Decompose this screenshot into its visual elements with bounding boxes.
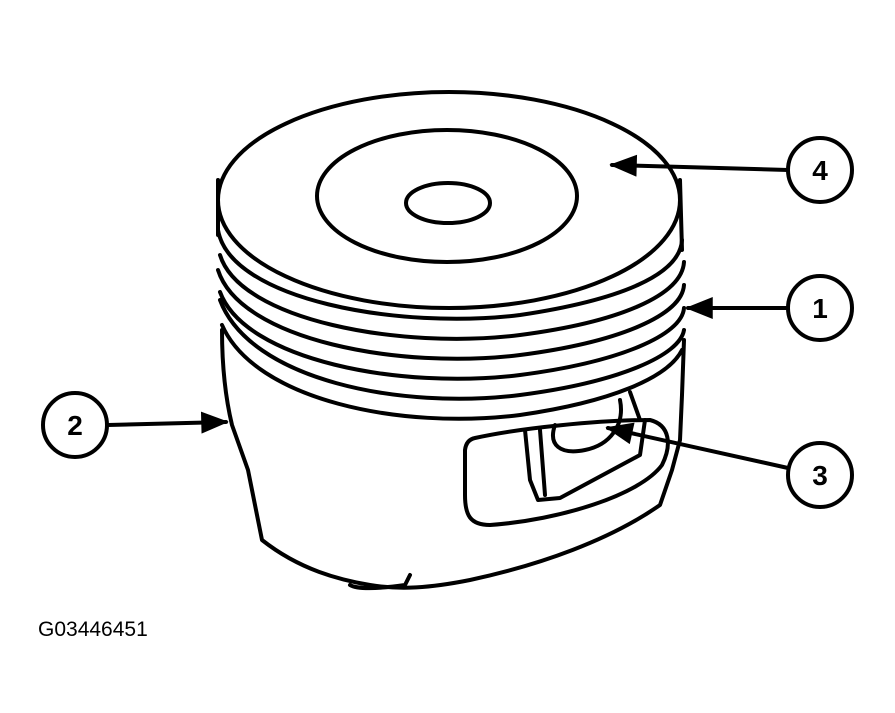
callout-2: 2 (41, 391, 109, 459)
callout-2-label: 2 (67, 410, 83, 441)
ring-groove-1 (216, 228, 684, 321)
ring-groove-2 (216, 268, 686, 361)
piston-crown-top (216, 90, 682, 310)
callout-1: 1 (786, 274, 854, 342)
figure-id: G03446451 (38, 618, 148, 641)
leader-arrow-2 (106, 411, 229, 434)
callout-1-label: 1 (812, 293, 828, 324)
callout-4: 4 (786, 136, 854, 204)
crown-bowl-center (404, 181, 492, 225)
piston-pin (523, 390, 647, 502)
piston-crown-side (216, 178, 684, 252)
piston-drawing (216, 90, 686, 590)
pin-boss-window (463, 418, 670, 527)
crown-bowl-outer (315, 128, 579, 264)
callout-3-label: 3 (812, 460, 828, 491)
leader-arrow-4 (609, 154, 790, 177)
ring-groove-3 (218, 298, 686, 401)
callout-3: 3 (786, 441, 854, 509)
callout-4-label: 4 (812, 155, 828, 186)
leader-arrow-3 (605, 422, 790, 470)
